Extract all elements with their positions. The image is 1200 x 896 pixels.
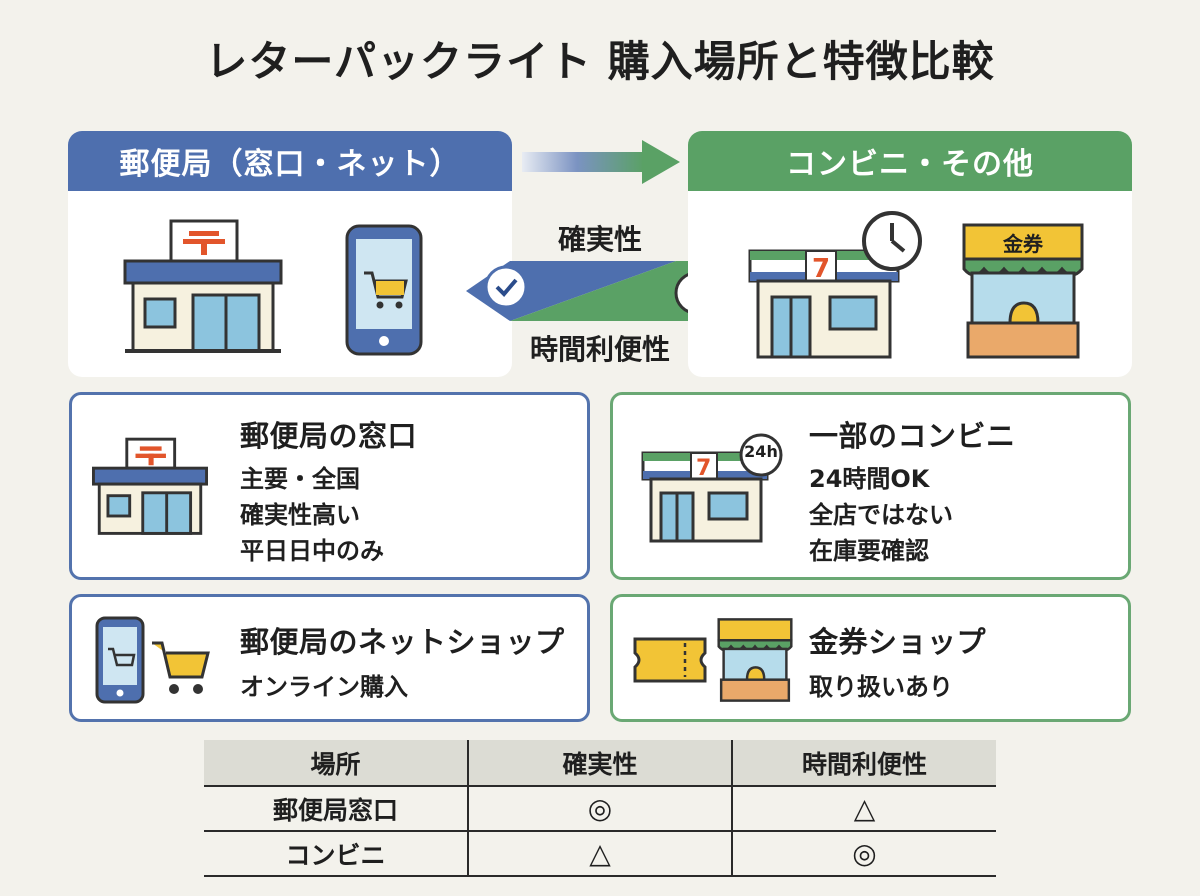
smartphone-cart-icon <box>345 224 423 356</box>
post-office-panel-title: 郵便局（窓口・ネット） <box>68 131 512 191</box>
post-office-building-icon <box>123 219 283 353</box>
flow-arrow-icon <box>522 140 680 184</box>
card-title: 金券ショップ <box>809 625 987 659</box>
time-convenience-label: 時間利便性 <box>529 333 670 366</box>
table-header-row: 場所 確実性 時間利便性 <box>204 740 996 787</box>
ticket-icon <box>633 637 707 683</box>
table-header-cell: 時間利便性 <box>731 740 996 787</box>
card-line: 24時間OK <box>809 465 930 493</box>
ticket-booth-icon <box>717 618 793 702</box>
smartphone-cart-icon <box>95 616 210 704</box>
card-line: 確実性高い <box>240 501 360 529</box>
card-ticket-shop: 金券ショップ 取り扱いあり <box>610 594 1131 722</box>
table-row: 郵便局窓口 ◎ △ <box>204 786 996 832</box>
card-convenience-store: 7 24h 一部のコンビニ 24時間OK 全店ではない 在庫要確認 <box>610 392 1131 580</box>
card-title: 一部のコンビニ <box>809 419 1016 453</box>
card-line: 主要・全国 <box>240 465 360 493</box>
post-office-building-icon <box>92 437 208 535</box>
table-cell: 郵便局窓口 <box>204 786 468 832</box>
page-title: レターパックライト 購入場所と特徴比較 <box>205 37 995 86</box>
convenience-panel: コンビニ・その他 7 金券 <box>688 131 1132 377</box>
svg-text:7: 7 <box>812 254 830 284</box>
table-cell: △ <box>731 786 996 832</box>
convenience-panel-title: コンビニ・その他 <box>688 131 1132 191</box>
post-office-panel: 郵便局（窓口・ネット） <box>68 131 512 377</box>
card-title: 郵便局の窓口 <box>240 419 418 453</box>
card-post-office-counter: 郵便局の窓口 主要・全国 確実性高い 平日日中のみ <box>69 392 590 580</box>
convenience-store-icon: 7 <box>641 433 783 543</box>
table-cell: ◎ <box>467 786 732 832</box>
ticket-booth-icon <box>962 223 1084 359</box>
svg-text:7: 7 <box>696 456 711 481</box>
table-cell: △ <box>467 831 732 877</box>
convenience-store-icon: 7 <box>748 211 922 359</box>
ticket-booth-sign: 金券 <box>1003 232 1043 256</box>
card-line: 取り扱いあり <box>809 673 953 701</box>
card-post-net-shop: 郵便局のネットショップ オンライン購入 <box>69 594 590 722</box>
table-cell: コンビニ <box>204 831 468 877</box>
comparison-table: 場所 確実性 時間利便性 郵便局窓口 ◎ △ コンビニ △ ◎ <box>204 740 996 877</box>
table-header-cell: 確実性 <box>467 740 732 787</box>
table-header-cell: 場所 <box>204 740 468 787</box>
table-cell: ◎ <box>731 831 996 877</box>
card-line: 全店ではない <box>809 501 953 529</box>
card-title: 郵便局のネットショップ <box>240 625 565 659</box>
card-line: 平日日中のみ <box>240 537 384 565</box>
24h-badge: 24h <box>744 442 778 461</box>
certainty-label: 確実性 <box>557 223 642 256</box>
card-line: オンライン購入 <box>240 673 408 701</box>
table-row: コンビニ △ ◎ <box>204 831 996 877</box>
card-line: 在庫要確認 <box>809 537 929 565</box>
